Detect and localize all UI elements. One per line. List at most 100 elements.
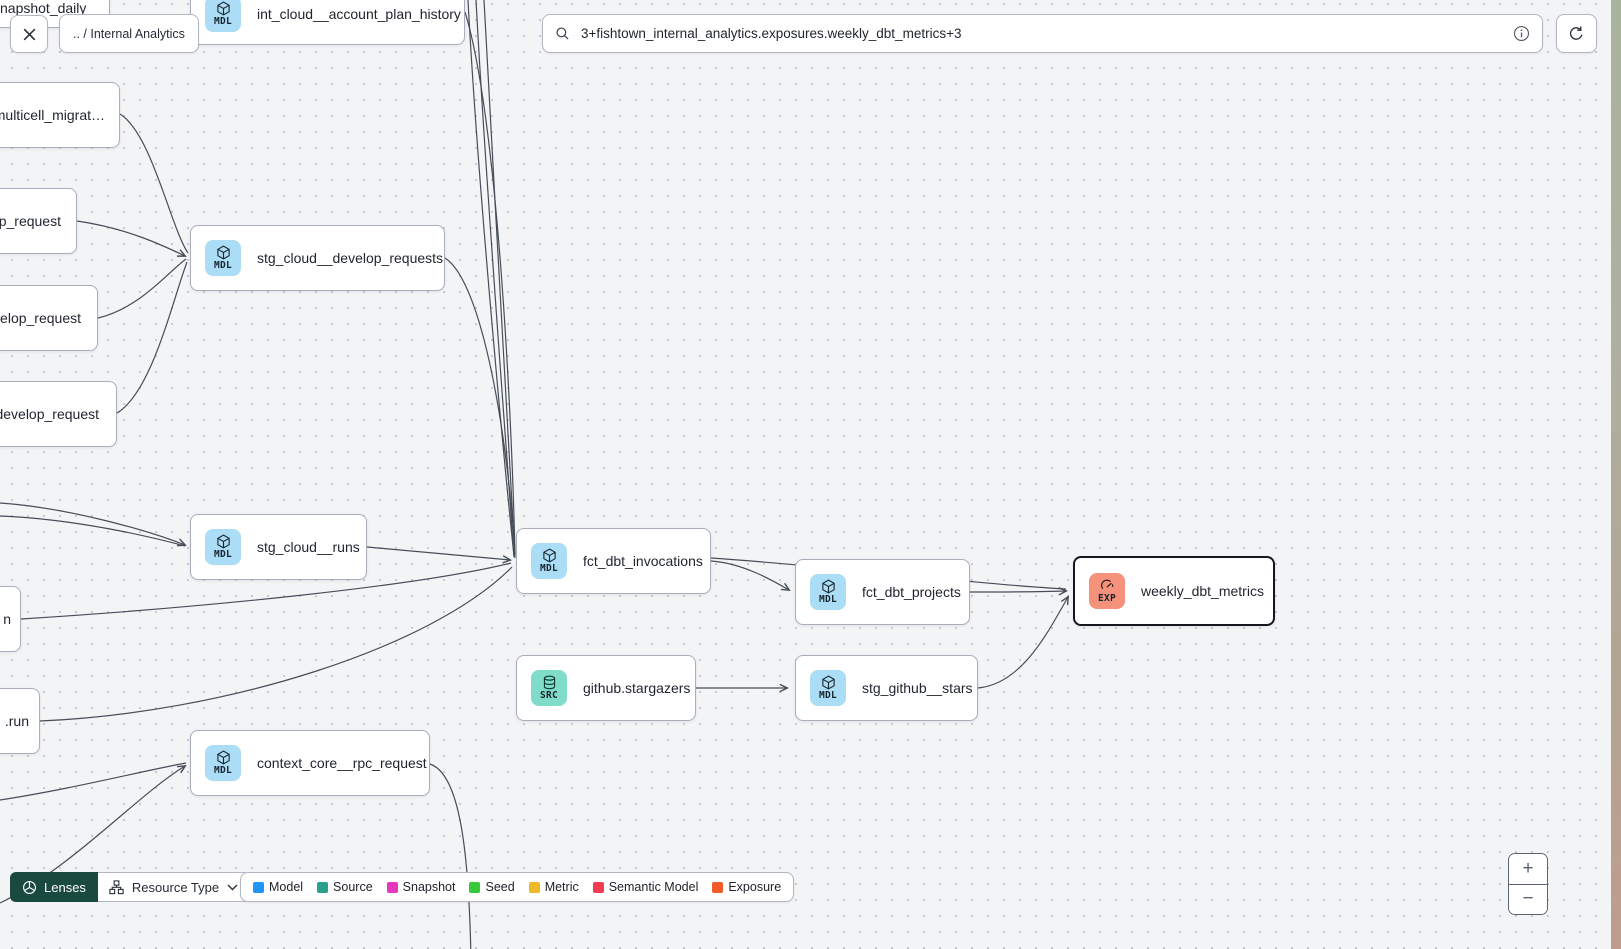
node-label: github.stargazers [583,680,691,696]
edge [0,502,185,545]
close-button[interactable] [10,15,48,53]
node-label: multicell_migrat… [0,107,105,123]
legend-item-semantic-model: Semantic Model [592,880,698,894]
node-label: .run [4,713,29,729]
resource-type-dropdown[interactable]: Resource Type [97,872,251,902]
edge [0,762,187,801]
node-fct-dbt-invocations[interactable]: MDL fct_dbt_invocations [516,528,711,594]
desktop-wallpaper-strip [1611,0,1621,949]
badge-code: MDL [213,260,233,272]
node-label: n [3,611,11,627]
lenses-toolbar: Lenses Resource Type [10,872,251,902]
badge-code: MDL [539,563,559,575]
badge-code: SRC [539,690,559,702]
resource-type-legend: Model Source Snapshot Seed Metric Semant… [240,872,795,902]
node-github-stargazers[interactable]: SRC github.stargazers [516,655,696,721]
database-icon [543,675,555,690]
node-context-core-rpc-request[interactable]: MDL context_core__rpc_request [190,730,430,796]
edge [483,0,516,559]
lenses-button[interactable]: Lenses [10,872,98,902]
edge [475,0,515,558]
badge-code: EXP [1097,593,1117,605]
node-stg-cloud-develop-requests[interactable]: MDL stg_cloud__develop_requests [190,225,445,291]
edge [39,566,513,722]
cube-icon [821,579,835,594]
node-fct-dbt-projects[interactable]: MDL fct_dbt_projects [795,559,970,625]
info-icon[interactable] [1513,25,1530,42]
model-badge: MDL [810,574,846,610]
node-label: p_request [0,213,61,229]
edge [366,546,510,560]
model-swatch [253,881,264,893]
node-develop-request-3[interactable]: .develop_request [0,381,117,447]
edge [76,220,185,256]
breadcrumb-label: .. / Internal Analytics [73,26,185,41]
node-label: velop_request [0,310,81,326]
model-badge: MDL [810,670,846,706]
node-label: .develop_request [0,406,99,422]
badge-code: MDL [213,549,233,561]
edge [969,591,1066,592]
metric-swatch [528,881,540,893]
edge [444,257,516,555]
node-label: fct_dbt_projects [862,584,961,600]
edge [116,261,188,414]
node-weekly-dbt-metrics[interactable]: EXP weekly_dbt_metrics [1073,556,1275,626]
node-stg-cloud-runs[interactable]: MDL stg_cloud__runs [190,514,367,580]
model-badge: MDL [205,745,241,781]
edge [429,763,472,949]
node-label: snapshot_daily [0,0,87,16]
badge-code: MDL [818,594,838,606]
refresh-icon [1569,26,1583,40]
cube-icon [216,1,230,16]
cube-icon [216,245,230,260]
legend-item-source: Source [317,880,373,894]
legend-item-exposure: Exposure [712,880,781,894]
source-badge: SRC [531,670,567,706]
exposure-swatch [712,881,724,893]
model-badge: MDL [205,240,241,276]
search-input[interactable] [579,25,1504,42]
snapshot-swatch [386,881,398,893]
edge [467,0,515,557]
chevron-down-icon [227,884,238,890]
lens-icon [23,880,36,894]
edge [119,113,189,254]
gauge-icon [1100,579,1113,590]
cube-icon [216,534,230,549]
node-develop-request-1[interactable]: p_request [0,188,77,254]
badge-code: MDL [213,15,233,27]
refresh-button[interactable] [1556,14,1597,53]
node-label: int_cloud__account_plan_history [257,5,461,22]
close-icon [23,28,35,40]
node-multicell-migration[interactable]: multicell_migrat… [0,82,120,148]
badge-code: MDL [818,690,838,702]
source-swatch [317,881,329,893]
zoom-out-button[interactable]: − [1509,884,1547,914]
node-label: stg_cloud__runs [257,539,360,555]
node-develop-request-2[interactable]: velop_request [0,285,98,351]
breadcrumb[interactable]: .. / Internal Analytics [59,14,199,53]
node-stg-github-stars[interactable]: MDL stg_github__stars [795,655,978,721]
exposure-badge: EXP [1089,573,1125,609]
cube-icon [542,548,556,563]
node-label: context_core__rpc_request [257,755,427,771]
legend-item-snapshot: Snapshot [386,880,455,894]
node-partial-n[interactable]: n [0,586,21,652]
node-int-cloud-account-plan-history[interactable]: MDL int_cloud__account_plan_history [190,0,465,45]
zoom-in-button[interactable]: + [1509,854,1547,885]
cube-icon [821,675,835,690]
edge [0,515,186,547]
model-badge: MDL [205,529,241,565]
node-partial-run[interactable]: .run [0,688,40,754]
legend-item-model: Model [253,880,303,894]
edge [710,560,789,590]
node-label: stg_github__stars [862,680,973,696]
edge [977,597,1068,689]
legend-item-seed: Seed [469,880,515,894]
badge-code: MDL [213,765,233,777]
search-icon [556,27,569,40]
lenses-label: Lenses [44,879,86,895]
